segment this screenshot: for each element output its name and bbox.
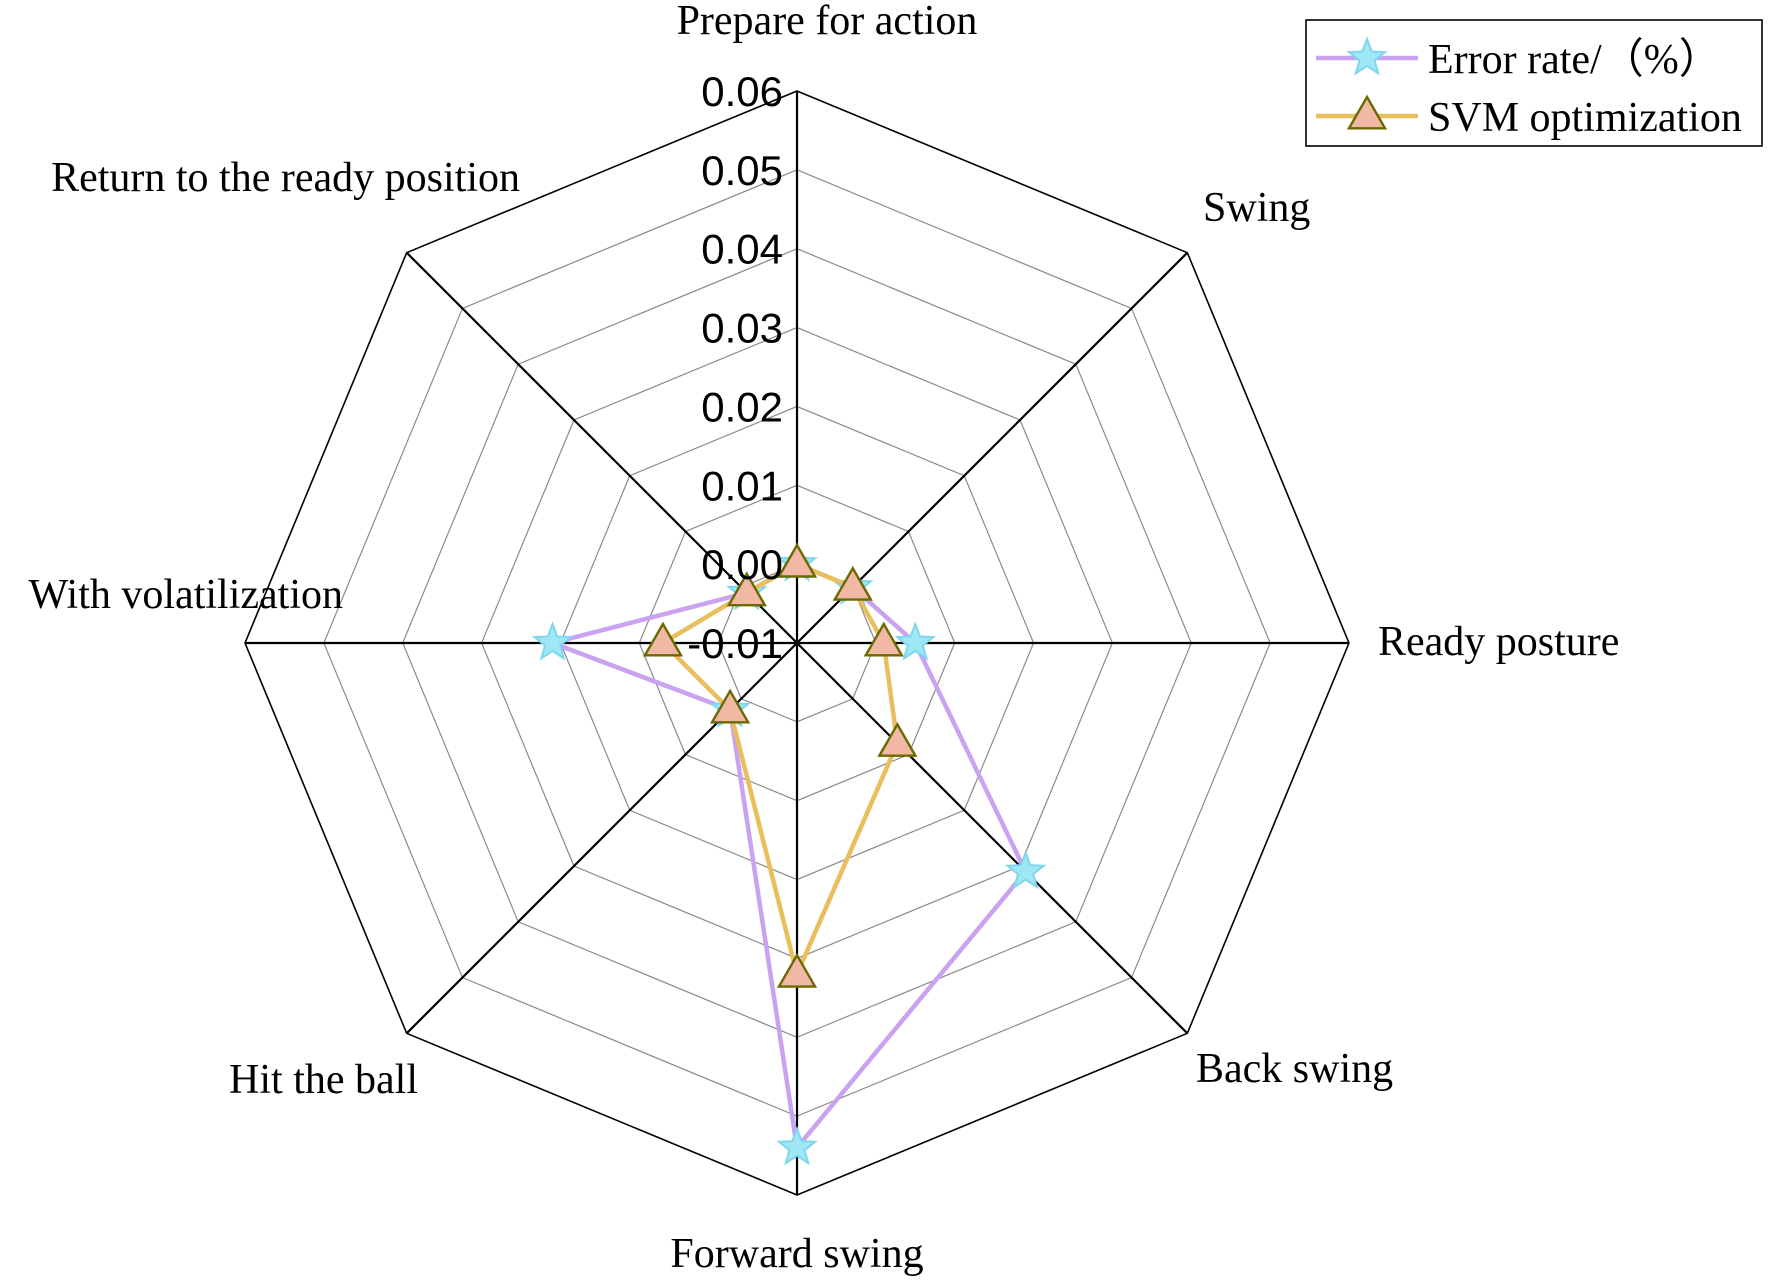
radial-tick-label: 0.04 bbox=[701, 226, 783, 273]
category-label: Hit the ball bbox=[229, 1057, 418, 1103]
radial-tick-label: -0.01 bbox=[687, 620, 783, 667]
star-marker bbox=[894, 621, 937, 661]
star-marker bbox=[776, 1125, 818, 1166]
radial-tick-label: 0.06 bbox=[701, 68, 783, 115]
star-marker bbox=[1004, 849, 1047, 890]
radial-tick-label: 0.05 bbox=[701, 147, 783, 194]
radial-tick-labels: -0.01 0.00 0.01 0.02 0.03 0.04 0.05 0.06 bbox=[687, 68, 783, 667]
triangle-marker bbox=[877, 721, 918, 757]
triangle-marker bbox=[776, 542, 818, 578]
category-label: Forward swing bbox=[670, 1231, 923, 1277]
triangle-marker bbox=[1346, 94, 1388, 130]
category-label: Prepare for action bbox=[677, 0, 978, 44]
series-2 bbox=[642, 542, 918, 988]
category-label: Swing bbox=[1203, 185, 1310, 231]
radar-axes bbox=[245, 91, 1349, 1195]
triangle-marker bbox=[832, 565, 873, 601]
legend-item: SVM optimization bbox=[1316, 94, 1742, 141]
spoke-axis bbox=[796, 642, 1189, 1035]
legend-label: SVM optimization bbox=[1428, 95, 1742, 141]
category-label: Return to the ready position bbox=[51, 155, 520, 201]
spoke-axis bbox=[405, 251, 798, 644]
triangle-marker bbox=[709, 688, 751, 724]
category-label: With volatilization bbox=[29, 572, 343, 618]
radar-series bbox=[531, 542, 1047, 1166]
triangle-marker bbox=[863, 621, 904, 657]
triangle-marker bbox=[726, 571, 767, 607]
series-1 bbox=[531, 542, 1047, 1166]
radial-tick-label: 0.02 bbox=[701, 383, 783, 430]
legend-label: Error rate/（%） bbox=[1428, 37, 1721, 83]
radial-tick-label: 0.03 bbox=[701, 305, 783, 352]
triangle-marker bbox=[642, 621, 684, 657]
star-marker bbox=[1346, 36, 1388, 76]
triangle-marker bbox=[776, 952, 818, 988]
star-marker bbox=[531, 621, 574, 661]
category-label: Back swing bbox=[1196, 1046, 1393, 1092]
category-label: Ready posture bbox=[1378, 619, 1619, 665]
legend: Error rate/（%） SVM optimization bbox=[1305, 19, 1763, 147]
radial-tick-label: 0.01 bbox=[701, 462, 783, 509]
spoke-axis bbox=[796, 251, 1189, 644]
legend-item: Error rate/（%） bbox=[1316, 36, 1721, 83]
spoke-axis bbox=[405, 642, 798, 1035]
radial-tick-label: 0.00 bbox=[701, 541, 783, 588]
